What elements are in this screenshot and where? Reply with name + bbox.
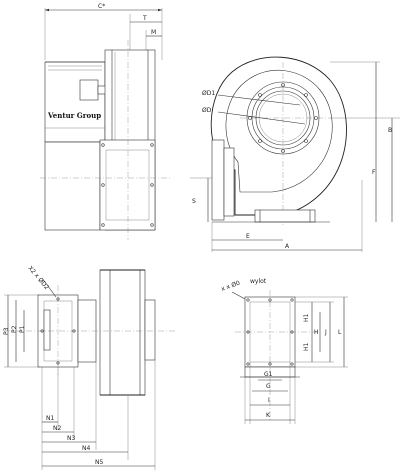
dim-X-label: x x Ø0	[220, 280, 241, 293]
dim-N4-label: N4	[82, 445, 90, 452]
dim-P2-label: P2	[11, 325, 18, 333]
dim-D1-label: ØD1	[202, 90, 215, 97]
dim-C-label: C*	[98, 3, 105, 10]
dim-H1b-label: H1	[303, 342, 310, 351]
dim-L-label: L	[338, 329, 342, 336]
dim-J-label: J	[324, 329, 327, 336]
dim-P1-label: P1	[19, 325, 26, 333]
dim-N1-label: N1	[46, 415, 54, 422]
dim-F-label: F	[372, 169, 376, 176]
dim-B-label: B	[388, 127, 392, 134]
dim-N2-label: N2	[53, 425, 61, 432]
dim-M-label: M	[151, 29, 156, 36]
dim-S-label: S	[192, 198, 196, 205]
outlet-flange-view: wylot x x Ø0 H1 H1 H J L	[220, 278, 348, 424]
side-view: C* T M Ventur Group	[40, 3, 172, 240]
dim-G1-label: G1	[264, 371, 273, 378]
front-view: ØD1 ØD B F S E A	[190, 56, 400, 252]
dim-H-label: H	[314, 329, 319, 336]
dim-K-label: K	[266, 412, 271, 419]
dim-H1a-label: H1	[303, 313, 310, 322]
dim-G-label: G	[266, 383, 271, 390]
dim-P3-label: P3	[3, 327, 10, 335]
dim-N5-label: N5	[95, 459, 103, 466]
dim-X2-label: X2 x ØD2	[26, 265, 50, 291]
dim-I-label: I	[268, 397, 270, 404]
outlet-side-view: X2 x ØD2 P3 P2 P1 N1 N2 N3 N4 N5	[3, 265, 175, 470]
brand-label: Ventur Group	[47, 111, 101, 120]
dim-A-label: A	[285, 243, 290, 250]
dim-T-label: T	[142, 15, 147, 22]
dim-N3-label: N3	[67, 435, 75, 442]
wylot-label: wylot	[250, 278, 267, 285]
dim-D-label: ØD	[202, 107, 212, 114]
dim-E-label: E	[246, 233, 250, 240]
